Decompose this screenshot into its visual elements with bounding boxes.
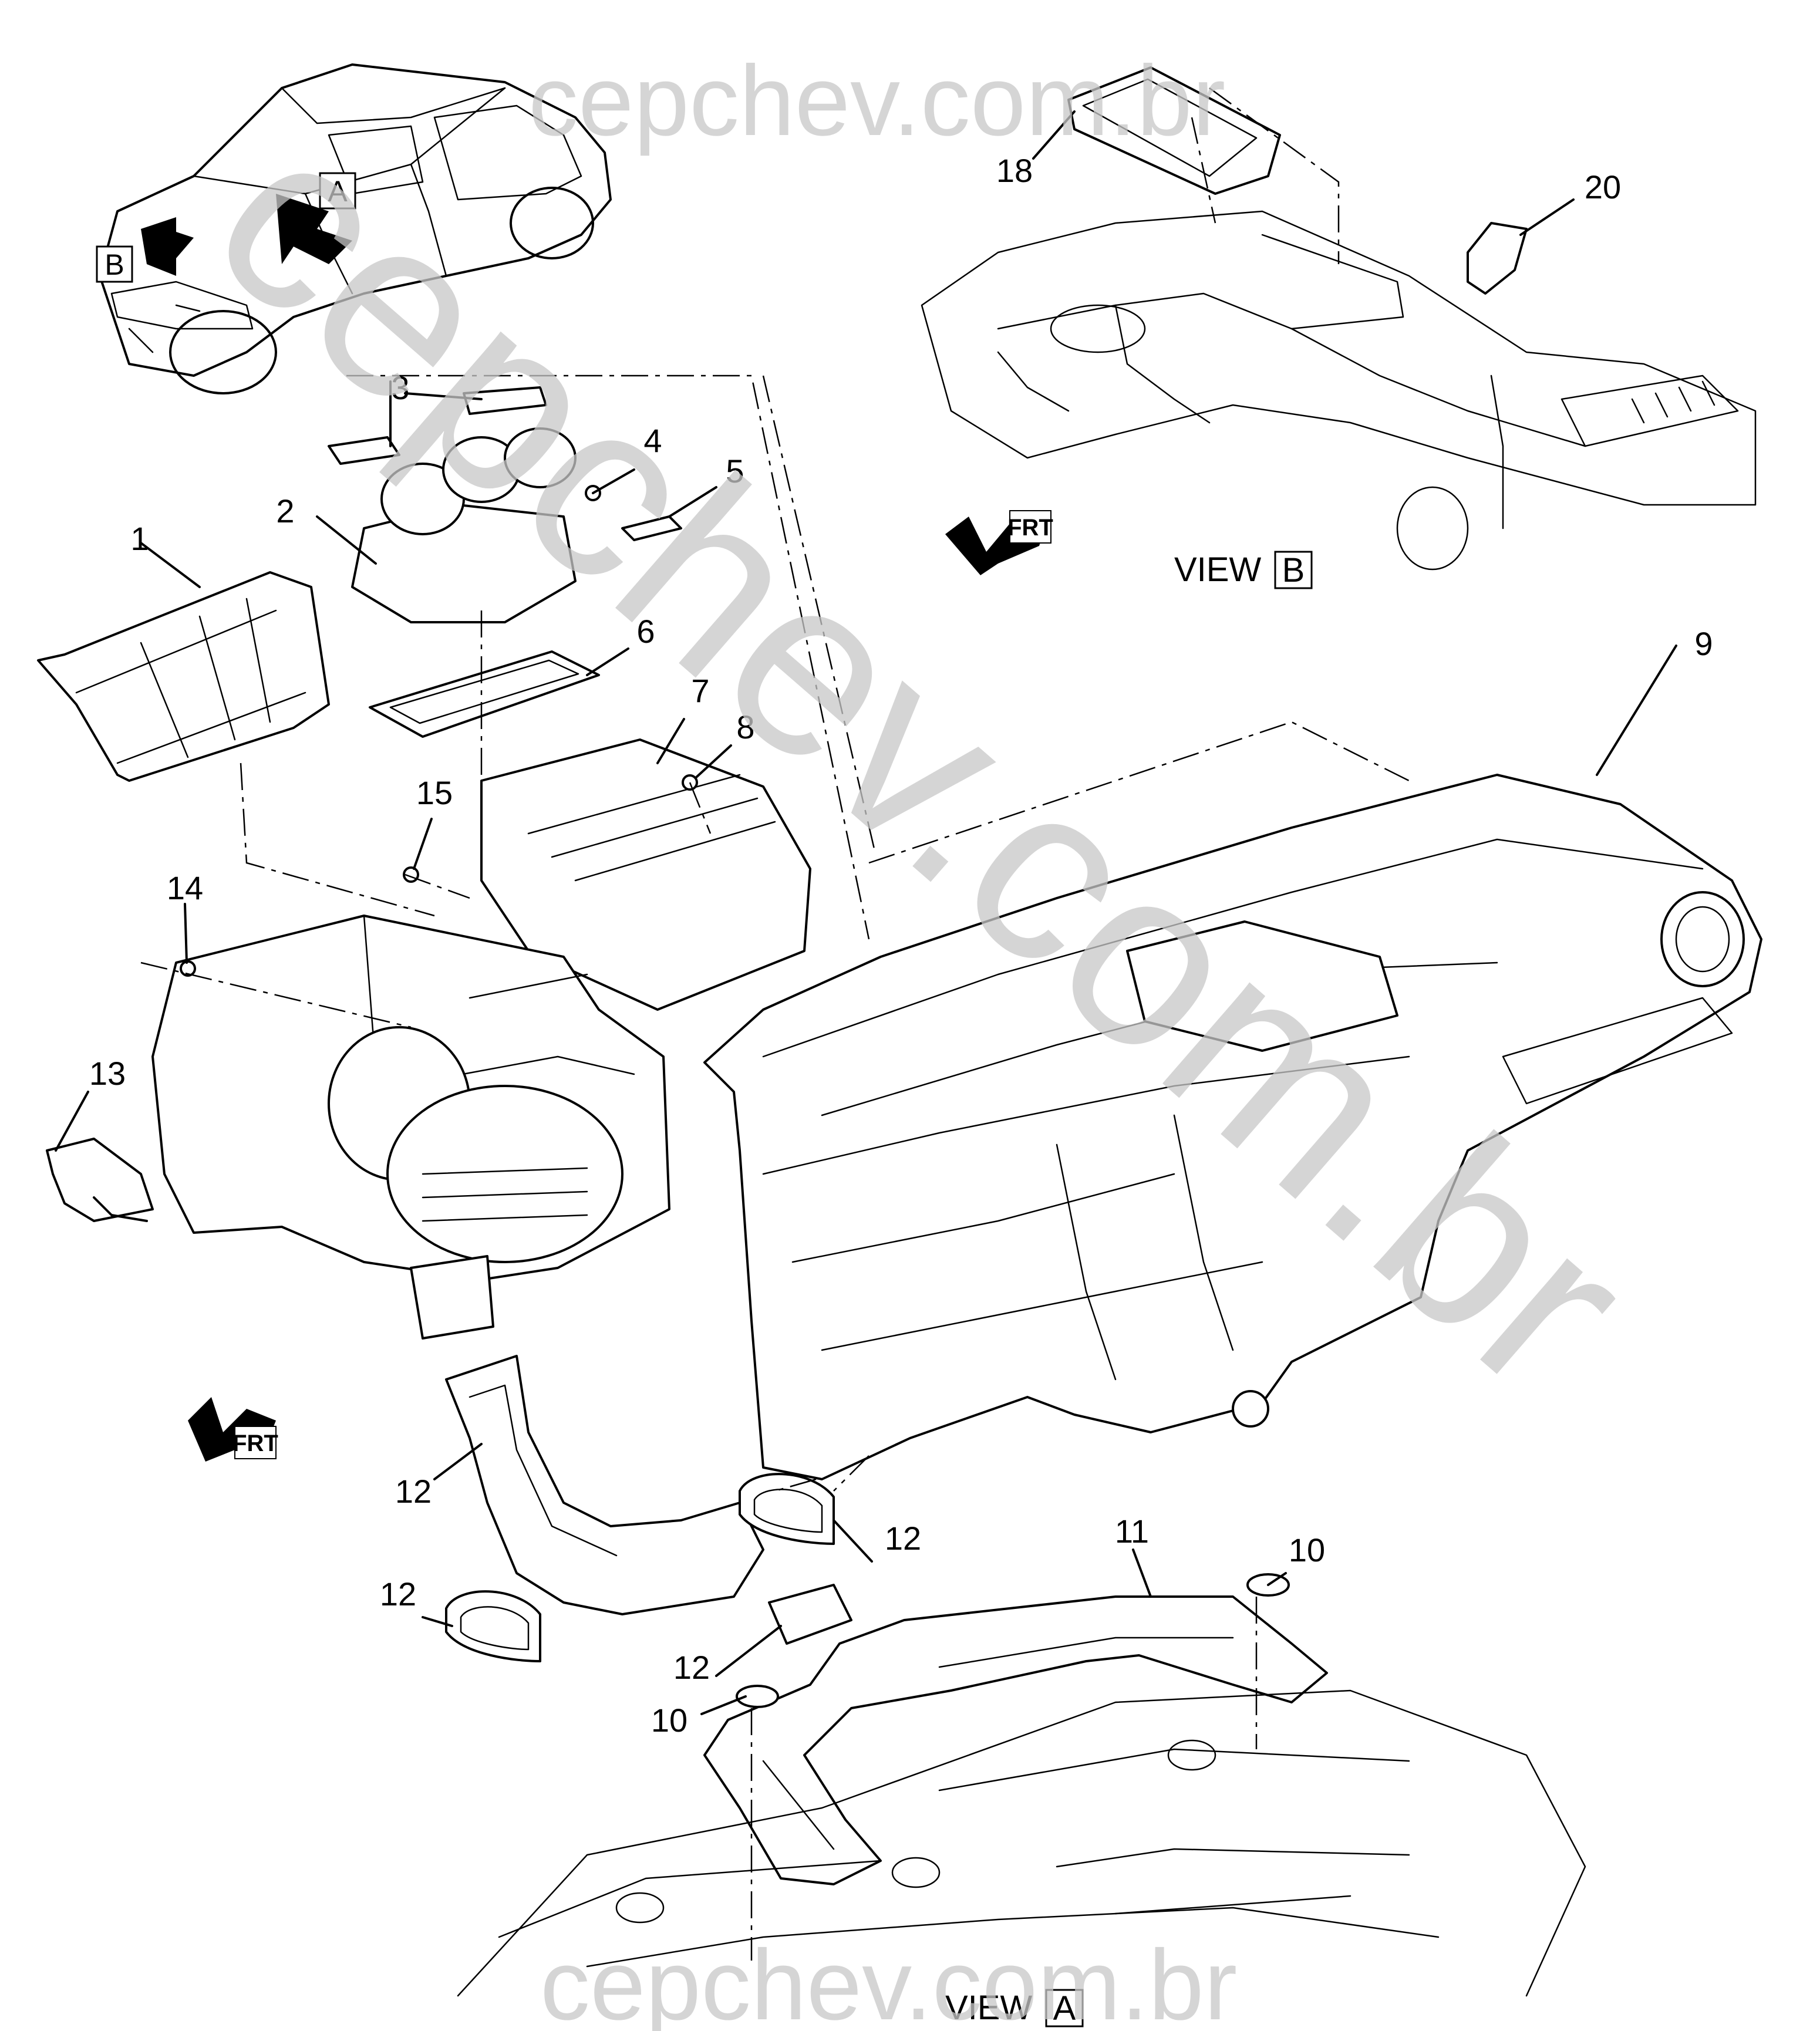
callout-12-left: 12 bbox=[380, 1575, 416, 1612]
callout-5: 5 bbox=[726, 453, 744, 490]
vehicle-arrow-b-letter: B bbox=[105, 248, 124, 281]
view-b-label: VIEW B bbox=[1174, 551, 1313, 589]
callout-12-right: 12 bbox=[885, 1520, 921, 1557]
view-a-label: VIEW A bbox=[945, 1989, 1084, 2027]
callout-11: 11 bbox=[1115, 1513, 1149, 1550]
callout-4: 4 bbox=[643, 422, 662, 459]
callout-9: 9 bbox=[1694, 625, 1713, 662]
callout-6: 6 bbox=[636, 613, 655, 650]
callout-10-left: 10 bbox=[651, 1702, 687, 1739]
watermark-bottom: cepchev.com.br bbox=[540, 1929, 1237, 2031]
callout-8: 8 bbox=[736, 709, 754, 745]
view-b-prefix: VIEW bbox=[1174, 551, 1261, 589]
view-b-illustration: FRT bbox=[921, 66, 1757, 575]
vehicle-arrow-a-letter: A bbox=[328, 175, 348, 208]
vehicle-illustration: A B bbox=[96, 63, 612, 394]
view-a-letter: A bbox=[1053, 1989, 1076, 2027]
watermark-top: cepchev.com.br bbox=[528, 45, 1225, 157]
callout-13: 12 bbox=[673, 1649, 710, 1686]
frt-arrow-b-text: FRT bbox=[1007, 515, 1053, 541]
floor-ducts-illustration bbox=[445, 1355, 1586, 1997]
callout-1: 1 bbox=[130, 520, 149, 557]
callout-15: 13 bbox=[89, 1055, 126, 1092]
hvac-module-illustration: FRT bbox=[37, 386, 811, 1462]
callout-3: 3 bbox=[391, 369, 409, 406]
callout-labels: 3 4 5 2 1 6 7 8 9 15 14 13 12 12 11 10 1… bbox=[89, 152, 1713, 1739]
callout-10-right: 10 bbox=[1289, 1531, 1325, 1568]
view-a-prefix: VIEW bbox=[945, 1989, 1032, 2027]
instrument-panel-illustration bbox=[703, 774, 1762, 1480]
leader-lines bbox=[55, 110, 1677, 1715]
callout-17: 15 bbox=[416, 774, 453, 811]
view-b-letter: B bbox=[1282, 551, 1305, 589]
callout-2: 2 bbox=[276, 492, 294, 529]
callout-16: 14 bbox=[167, 869, 203, 906]
callout-7: 7 bbox=[691, 672, 709, 709]
callout-18: 18 bbox=[996, 152, 1033, 189]
callout-20: 20 bbox=[1585, 168, 1621, 205]
frt-arrow-a-text: FRT bbox=[232, 1431, 278, 1456]
callout-14: 12 bbox=[395, 1473, 432, 1510]
